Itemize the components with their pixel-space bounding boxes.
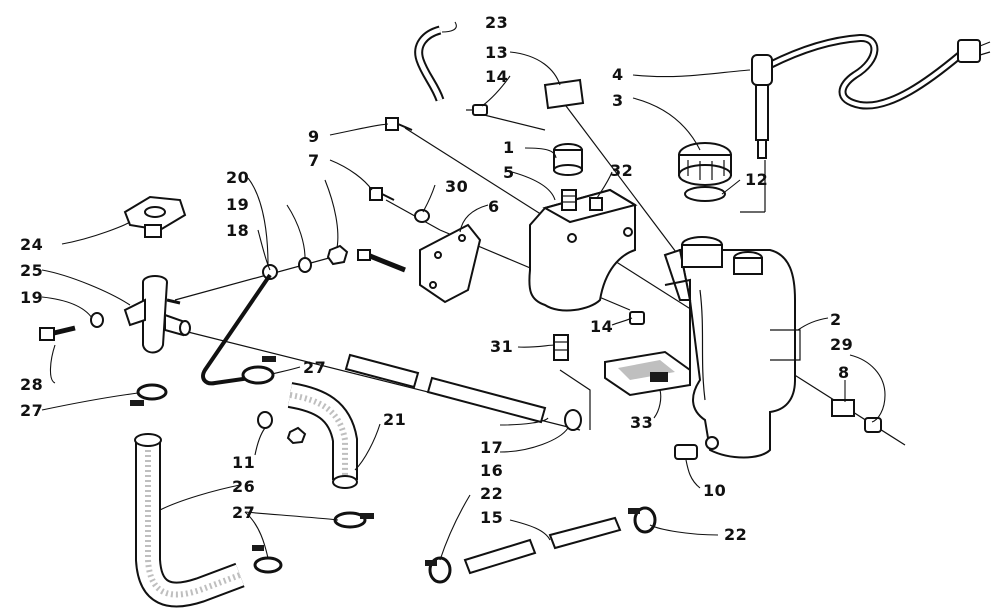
callout-14b: 14 <box>590 317 613 336</box>
callout-4: 4 <box>612 65 624 84</box>
hose-clamp-27d <box>252 545 283 574</box>
hose-clamp-22b <box>628 506 657 534</box>
callout-7: 7 <box>308 151 320 170</box>
outlet-fitting <box>674 444 698 460</box>
straight-hose-a <box>344 353 420 389</box>
callout-30: 30 <box>445 177 468 196</box>
callout-33: 33 <box>630 413 653 432</box>
mounting-bracket <box>604 278 691 397</box>
callout-5: 5 <box>503 163 515 182</box>
callout-21: 21 <box>383 410 406 429</box>
callout-19b: 19 <box>20 288 43 307</box>
callout-14: 14 <box>485 67 508 86</box>
callout-26: 26 <box>232 477 255 496</box>
nut-20 <box>326 244 349 266</box>
callout-labels: 23 13 14 4 3 9 1 5 32 12 7 20 30 19 6 18… <box>20 13 853 544</box>
cap-29 <box>864 417 882 433</box>
bolt-28 <box>39 325 76 341</box>
support-rod <box>201 264 278 386</box>
callout-27b: 27 <box>303 358 326 377</box>
sleeve-8 <box>831 399 855 417</box>
callout-27c: 27 <box>232 503 255 522</box>
callout-11: 11 <box>232 453 255 472</box>
coolant-hose-26 <box>134 433 245 608</box>
callout-8: 8 <box>838 363 850 382</box>
callout-31: 31 <box>490 337 513 356</box>
callout-24: 24 <box>20 235 43 254</box>
callout-3: 3 <box>612 91 624 110</box>
callout-10: 10 <box>703 481 726 500</box>
bolt-7 <box>369 187 395 201</box>
level-sensor <box>751 34 991 159</box>
bolt-9 <box>385 117 413 131</box>
callout-2: 2 <box>830 310 842 329</box>
callout-16: 16 <box>480 461 503 480</box>
coolant-hose-21 <box>287 382 358 489</box>
hose-clamp-22a <box>425 556 452 584</box>
drain-fitting <box>553 334 569 361</box>
reservoir-cap <box>553 143 583 176</box>
hose-clamp-27b <box>241 356 276 385</box>
callout-29: 29 <box>830 335 853 354</box>
oil-tank <box>663 236 801 459</box>
straight-hose-b <box>426 376 547 424</box>
callout-19: 19 <box>226 195 249 214</box>
callout-6: 6 <box>488 197 500 216</box>
axis-lines <box>174 97 906 446</box>
reservoir-bottle <box>528 188 638 312</box>
hose-clamp-27a <box>130 383 168 406</box>
breather-hose <box>414 25 445 102</box>
callout-25: 25 <box>20 261 43 280</box>
callout-18: 18 <box>226 221 249 240</box>
leader-lines <box>41 21 886 561</box>
bolt-long <box>357 249 406 273</box>
cap-gasket <box>684 186 726 202</box>
callout-20: 20 <box>226 168 249 187</box>
mounting-plate <box>419 223 482 304</box>
vent-fitting <box>589 197 603 211</box>
callout-32: 32 <box>610 161 633 180</box>
filler-neck <box>123 275 191 354</box>
decal <box>543 78 585 110</box>
callout-27a: 27 <box>20 401 43 420</box>
callout-22a: 22 <box>480 484 503 503</box>
callout-1: 1 <box>503 138 515 157</box>
callout-9: 9 <box>308 127 320 146</box>
washer-30 <box>414 209 430 223</box>
hose-clamp-16 <box>564 409 582 431</box>
washer-11 <box>257 411 307 445</box>
straight-hose-c <box>463 538 537 575</box>
callout-13: 13 <box>485 43 508 62</box>
screw-14b <box>629 311 645 325</box>
callout-23: 23 <box>485 13 508 32</box>
washer-19b <box>90 312 104 328</box>
callout-12: 12 <box>745 170 768 189</box>
hose-clamp-27c <box>333 511 374 529</box>
washer-19a <box>298 257 312 273</box>
callout-15: 15 <box>480 508 503 527</box>
callout-17: 17 <box>480 438 503 457</box>
straight-hose-d <box>548 516 622 550</box>
filler-cap <box>678 142 732 186</box>
reservoir-neck <box>561 189 577 211</box>
callout-22b: 22 <box>724 525 747 544</box>
screw-14a <box>466 104 488 116</box>
radiator-cap <box>123 195 187 238</box>
callout-28: 28 <box>20 375 43 394</box>
